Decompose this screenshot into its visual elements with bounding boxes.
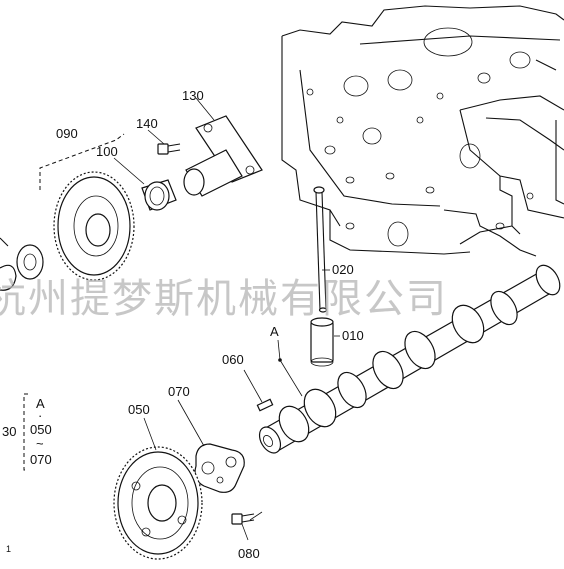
washer-icon	[0, 237, 44, 291]
leader-lines	[113, 97, 340, 541]
gear-icon	[113, 446, 203, 560]
label-100: 100	[96, 144, 118, 159]
idle-gear-shaft	[183, 115, 263, 197]
watermark: 杭州提梦斯机械有限公司	[0, 276, 448, 322]
set-label-a: A	[36, 396, 45, 411]
tappet	[310, 317, 334, 367]
set-label-dot: ·	[38, 408, 42, 423]
key	[256, 398, 274, 412]
label-050: 050	[128, 402, 150, 417]
ref-label-a: A	[270, 324, 279, 339]
pushrod	[313, 186, 328, 313]
label-070: 070	[168, 384, 190, 399]
corner-mark: 1	[6, 544, 11, 554]
set-bracket	[23, 393, 28, 471]
label-080: 080	[238, 546, 260, 561]
set-label-to: 070	[30, 452, 52, 467]
label-140: 140	[136, 116, 158, 131]
set-label-side: 30	[2, 424, 16, 439]
label-010: 010	[342, 328, 364, 343]
set-label-tilde: ~	[36, 436, 44, 451]
group-bracket	[39, 133, 125, 190]
bolt-icon	[231, 513, 255, 525]
label-130: 130	[182, 88, 204, 103]
set-label-from: 050	[30, 422, 52, 437]
ref-point	[278, 358, 282, 362]
label-090: 090	[56, 126, 78, 141]
bolt-icon	[157, 143, 181, 155]
camshaft-icon	[258, 264, 561, 454]
engine-block-icon	[281, 5, 564, 257]
bushing	[141, 179, 177, 211]
label-020: 020	[332, 262, 354, 277]
label-060: 060	[222, 352, 244, 367]
thrust-plate	[194, 443, 245, 493]
gear-icon	[53, 171, 135, 281]
